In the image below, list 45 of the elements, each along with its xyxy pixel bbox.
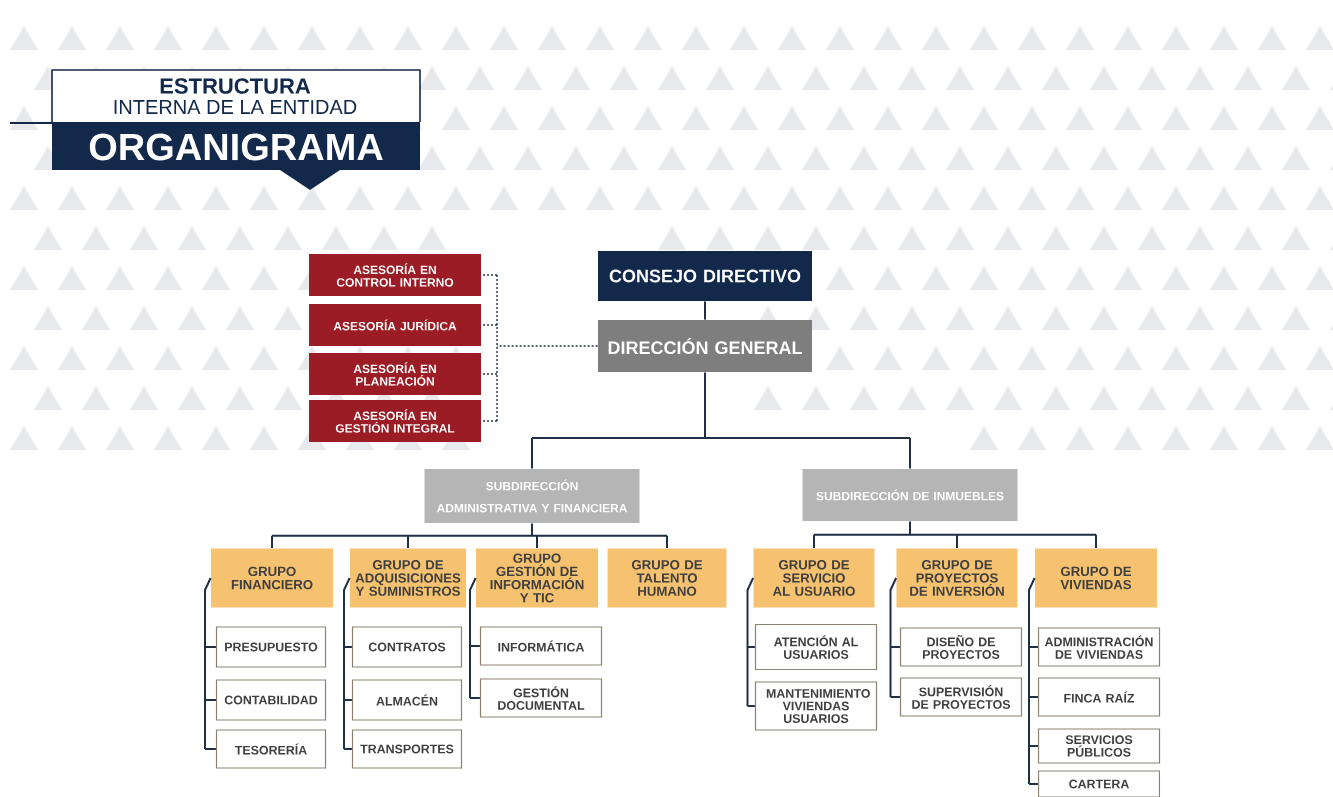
unit-box: ALMACÉN [351,679,463,721]
connector-line [746,577,756,707]
unit-box: SUPERVISIÓN DE PROYECTOS [899,677,1023,717]
title: ORGANIGRAMA [89,133,383,161]
connector-line [531,371,911,470]
connector-line [889,577,901,698]
connector-line [704,300,706,321]
unit-box: MANTENIMIENTO VIVIENDAS USUARIOS [754,681,878,731]
heading: INTERNA DE LA ENTIDAD [114,100,357,114]
unit-box: PRESUPUESTO [215,626,327,668]
heading: ESTRUCTURA [160,78,311,94]
group-box: GRUPO FINANCIERO [211,548,333,608]
advisory-box: ASESORÍA EN PLANEACIÓN [309,353,481,395]
director-box: DIRECCIÓN GENERAL [598,320,812,372]
unit-box: CONTABILIDAD [215,679,327,721]
unit-box: CONTRATOS [351,626,463,668]
connector-line [204,577,217,750]
division-box: SUBDIRECCIÓN ADMINISTRATIVA Y FINANCIERA [424,469,640,523]
advisory-box: ASESORÍA EN GESTIÓN INTEGRAL [309,400,481,442]
unit-box: GESTIÓN DOCUMENTAL [479,678,603,718]
group-box: GRUPO GESTIÓN DE INFORMACIÓN Y TIC [476,548,598,608]
connector-line [1028,577,1039,785]
advisory-box: ASESORÍA JURÍDICA [309,304,481,346]
group-box: GRUPO DE PROYECTOS DE INVERSIÓN [896,548,1018,608]
unit-box: INFORMÁTICA [479,626,603,666]
unit-box: SERVICIOS PÚBLICOS [1037,728,1161,764]
group-box: GRUPO DE ADQUISICIONES Y SUMINISTROS [350,548,466,608]
advisory-box: ASESORÍA EN CONTROL INTERNO [309,254,481,296]
unit-box: DISEÑO DE PROYECTOS [899,627,1023,667]
connector-line [271,522,668,550]
connector-line [813,520,1097,550]
unit-box: FINCA RAÍZ [1037,677,1161,717]
group-box: GRUPO DE TALENTO HUMANO [607,548,727,608]
unit-box: TRANSPORTES [351,729,463,769]
unit-box: TESORERÍA [215,729,327,769]
group-box: GRUPO DE VIVIENDAS [1035,548,1157,608]
division-box: SUBDIRECCIÓN DE INMUEBLES [802,469,1018,521]
dotted-connector [480,274,599,422]
unit-box: CARTERA [1037,770,1161,797]
unit-box: ATENCIÓN AL USUARIOS [754,623,878,671]
group-box: GRUPO DE SERVICIO AL USUARIO [753,548,875,608]
connector-line [469,577,481,699]
connector-line [343,577,353,750]
unit-box: ADMINISTRACIÓN DE VIVIENDAS [1037,627,1161,667]
board-box: CONSEJO DIRECTIVO [598,251,812,301]
